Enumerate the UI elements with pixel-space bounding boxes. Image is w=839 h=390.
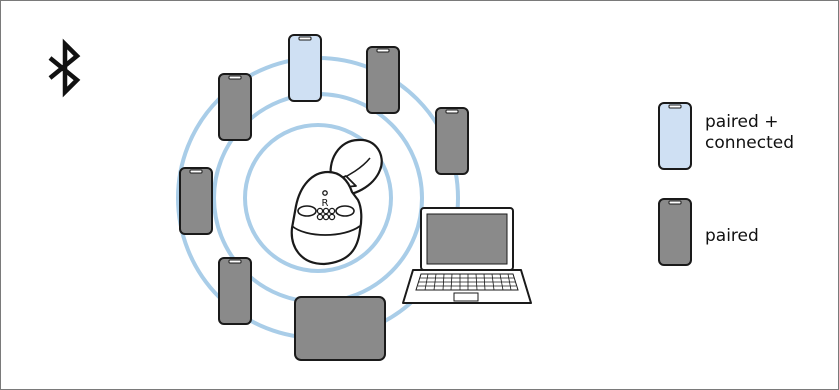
- legend-connected-label: paired + connected: [705, 112, 794, 154]
- phone-connected: [289, 35, 321, 101]
- bluetooth-icon: [50, 44, 77, 92]
- legend-paired-label: paired: [705, 226, 759, 247]
- earbud-icon: [292, 140, 382, 264]
- legend-paired-phone-icon: [659, 199, 691, 265]
- phone-paired: [367, 47, 399, 113]
- tablet-icon: [295, 297, 385, 360]
- phone-paired: [436, 108, 468, 174]
- legend-connected-phone-icon: [659, 103, 691, 169]
- laptop-icon: [403, 208, 531, 303]
- legend-connected-line2: connected: [705, 133, 794, 154]
- phone-paired: [219, 258, 251, 324]
- phone-paired: [219, 74, 251, 140]
- phone-paired: [180, 168, 212, 234]
- legend-connected-line1: paired +: [705, 112, 794, 133]
- earbud-side-mark: R: [322, 198, 329, 209]
